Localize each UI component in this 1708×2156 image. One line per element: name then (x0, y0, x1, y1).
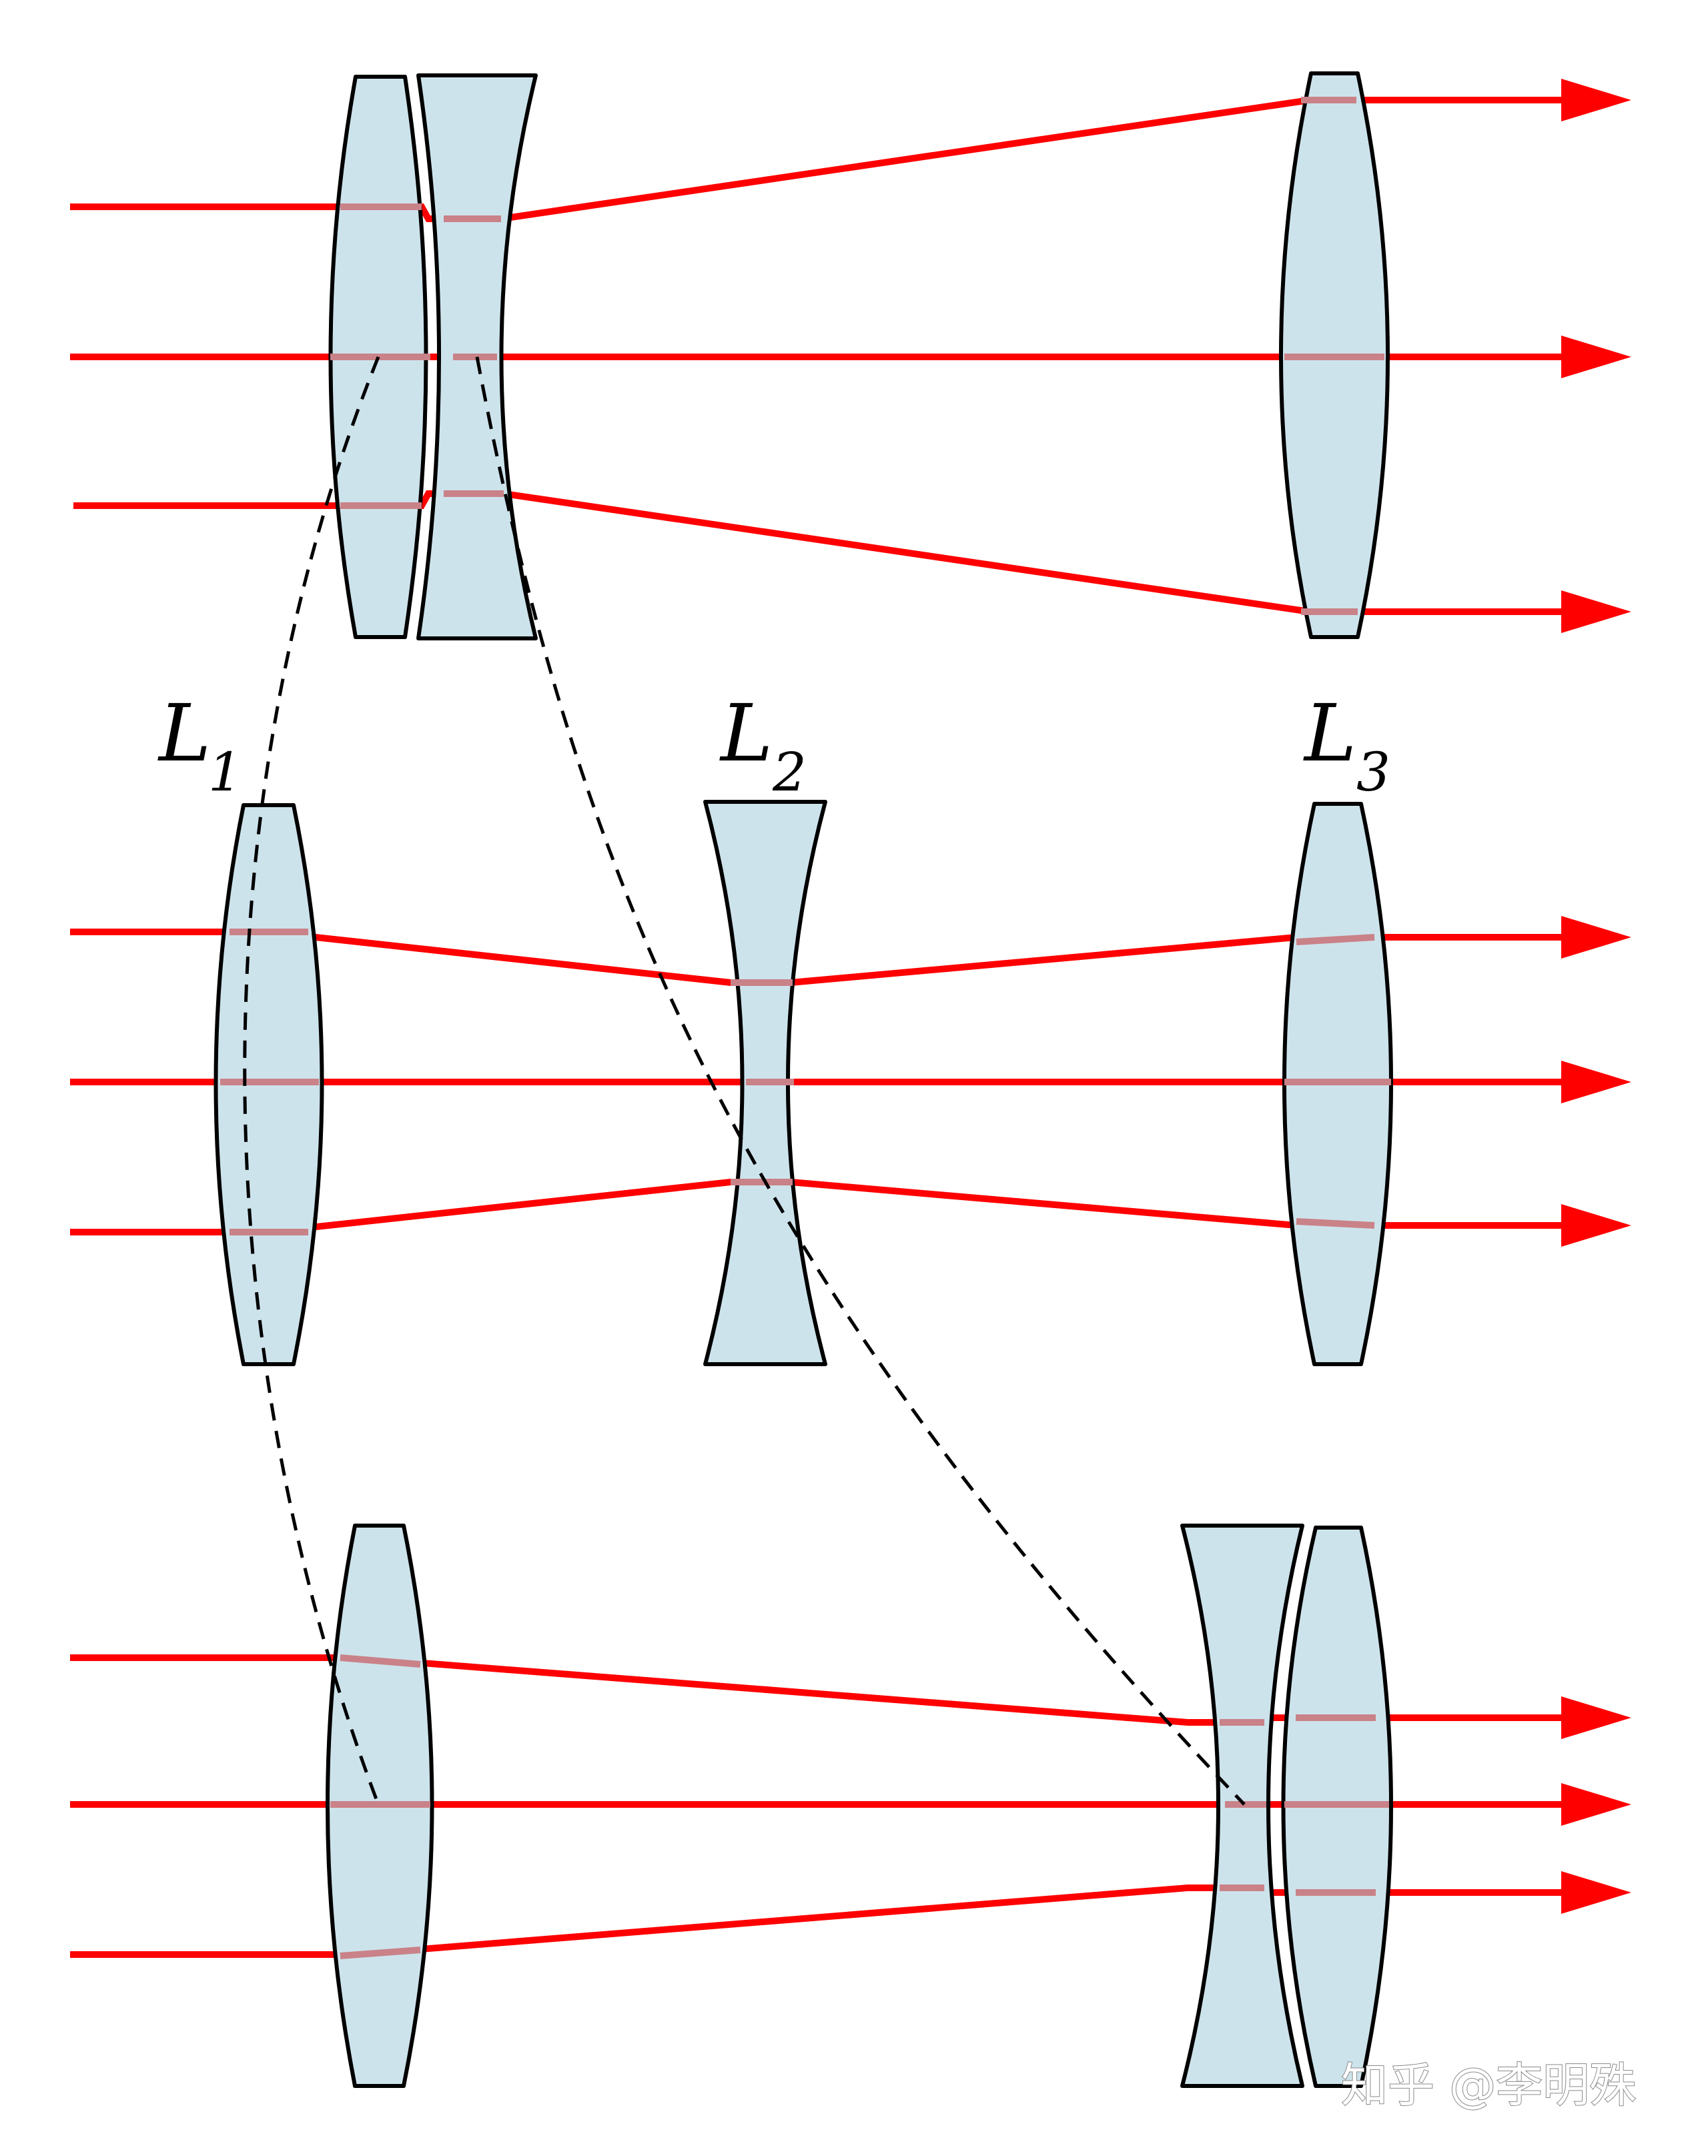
l1-trajectory-dashed-curve (243, 356, 380, 1805)
top-arrowhead-axis (1561, 336, 1631, 378)
lens-label-l3: L 3 (1303, 687, 1390, 803)
lens-label-l3-letter: L (1303, 687, 1356, 779)
lens-label-l2-subscript: 2 (772, 741, 807, 803)
lens-label-l2-letter: L (719, 687, 773, 779)
configuration-middle (70, 800, 1631, 1366)
middle-inner-rays (220, 929, 1391, 1235)
middle-arrowhead-lower (1561, 1204, 1631, 1247)
lens-label-l1-letter: L (157, 687, 211, 779)
lens-label-l3-subscript: 3 (1356, 741, 1390, 803)
lens-label-l2: L 2 (719, 687, 807, 803)
lens-label-l1: L 1 (157, 687, 242, 803)
bottom-arrowhead-upper (1561, 1696, 1631, 1739)
top-inner-rays (330, 97, 1384, 615)
configuration-top (70, 71, 1631, 640)
middle-arrowhead-upper (1561, 916, 1631, 959)
lens-label-l1-subscript: 1 (208, 741, 242, 803)
top-arrowhead-upper (1561, 79, 1631, 121)
middle-arrowhead-axis (1561, 1061, 1631, 1103)
watermark-text: 知乎 @李明殊 (1341, 2058, 1636, 2113)
configuration-bottom (70, 1524, 1631, 2088)
bottom-arrowhead-lower (1561, 1871, 1631, 1914)
bottom-arrowhead-axis (1561, 1783, 1631, 1826)
bottom-inner-rays (330, 1654, 1389, 1959)
l2-trajectory-dashed-curve (475, 356, 1246, 1806)
top-arrowhead-lower (1561, 590, 1631, 633)
